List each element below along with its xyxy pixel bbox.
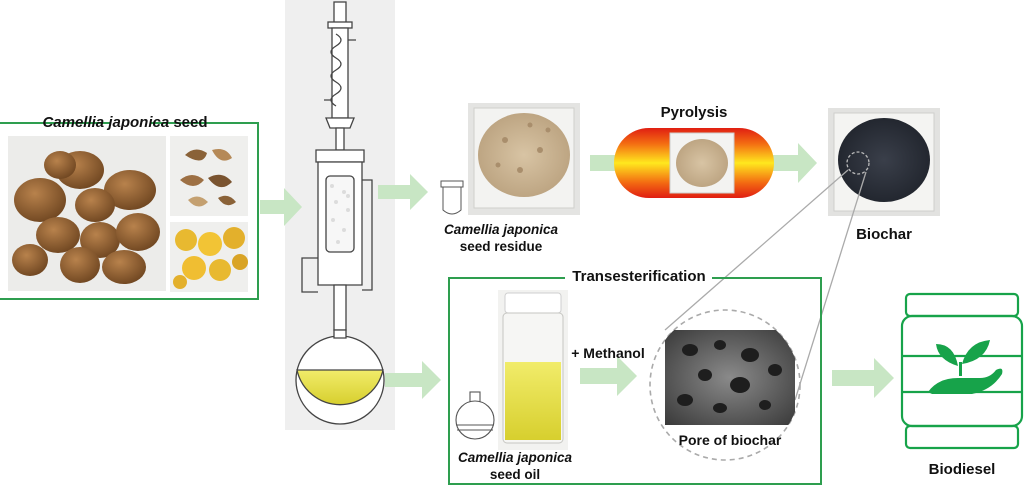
arrow-flask-to-oil <box>385 361 441 399</box>
arrow-seed-to-extractor <box>260 188 302 226</box>
seed-kernels-image <box>173 227 248 289</box>
seed-panel <box>0 122 259 300</box>
arrow-pore-to-biodiesel <box>832 358 894 398</box>
seed-shells-image <box>180 149 236 207</box>
seed-title-italic: Camellia japonica <box>42 114 170 131</box>
arrow-pyrolysis-to-biochar <box>760 143 817 183</box>
seed-residue-image <box>468 103 580 215</box>
biochar-label: Biochar <box>856 226 912 243</box>
residue-vial-icon <box>440 180 464 215</box>
oil-label-line1: Camellia japonica <box>457 450 573 465</box>
biochar-image <box>828 108 940 216</box>
transesterification-panel <box>448 277 822 485</box>
pyrolysis-reactor <box>614 128 774 198</box>
seed-oil-flask-icon <box>455 391 495 440</box>
zoom-lines <box>664 169 867 401</box>
seed-nuts-image <box>12 151 160 284</box>
arrow-oil-to-pore <box>580 356 637 396</box>
transesterification-label: Transesterification <box>572 268 706 285</box>
seed-oil-vial-image <box>498 290 568 450</box>
seed-title-rest: seed <box>169 114 208 131</box>
oil-label-line2: seed oil <box>489 467 541 482</box>
biodiesel-container-icon <box>900 292 1024 450</box>
arrow-extractor-to-residue <box>378 174 428 210</box>
biodiesel-label: Biodiesel <box>928 461 996 478</box>
soxhlet-extractor <box>285 0 395 430</box>
seed-title: Camellia japonica seed <box>20 114 230 131</box>
pyrolysis-label: Pyrolysis <box>660 104 728 121</box>
pore-label: Pore of biochar <box>678 432 782 448</box>
methanol-label: + Methanol <box>571 345 645 361</box>
biochar-pore-sem-image <box>649 309 801 461</box>
residue-label-line2: seed residue <box>459 239 543 254</box>
residue-label: Camellia japonica seed residue <box>426 221 576 255</box>
residue-label-line1: Camellia japonica <box>443 222 559 237</box>
leaf-in-hand-icon <box>928 340 1003 394</box>
oil-label: Camellia japonica seed oil <box>440 449 590 483</box>
